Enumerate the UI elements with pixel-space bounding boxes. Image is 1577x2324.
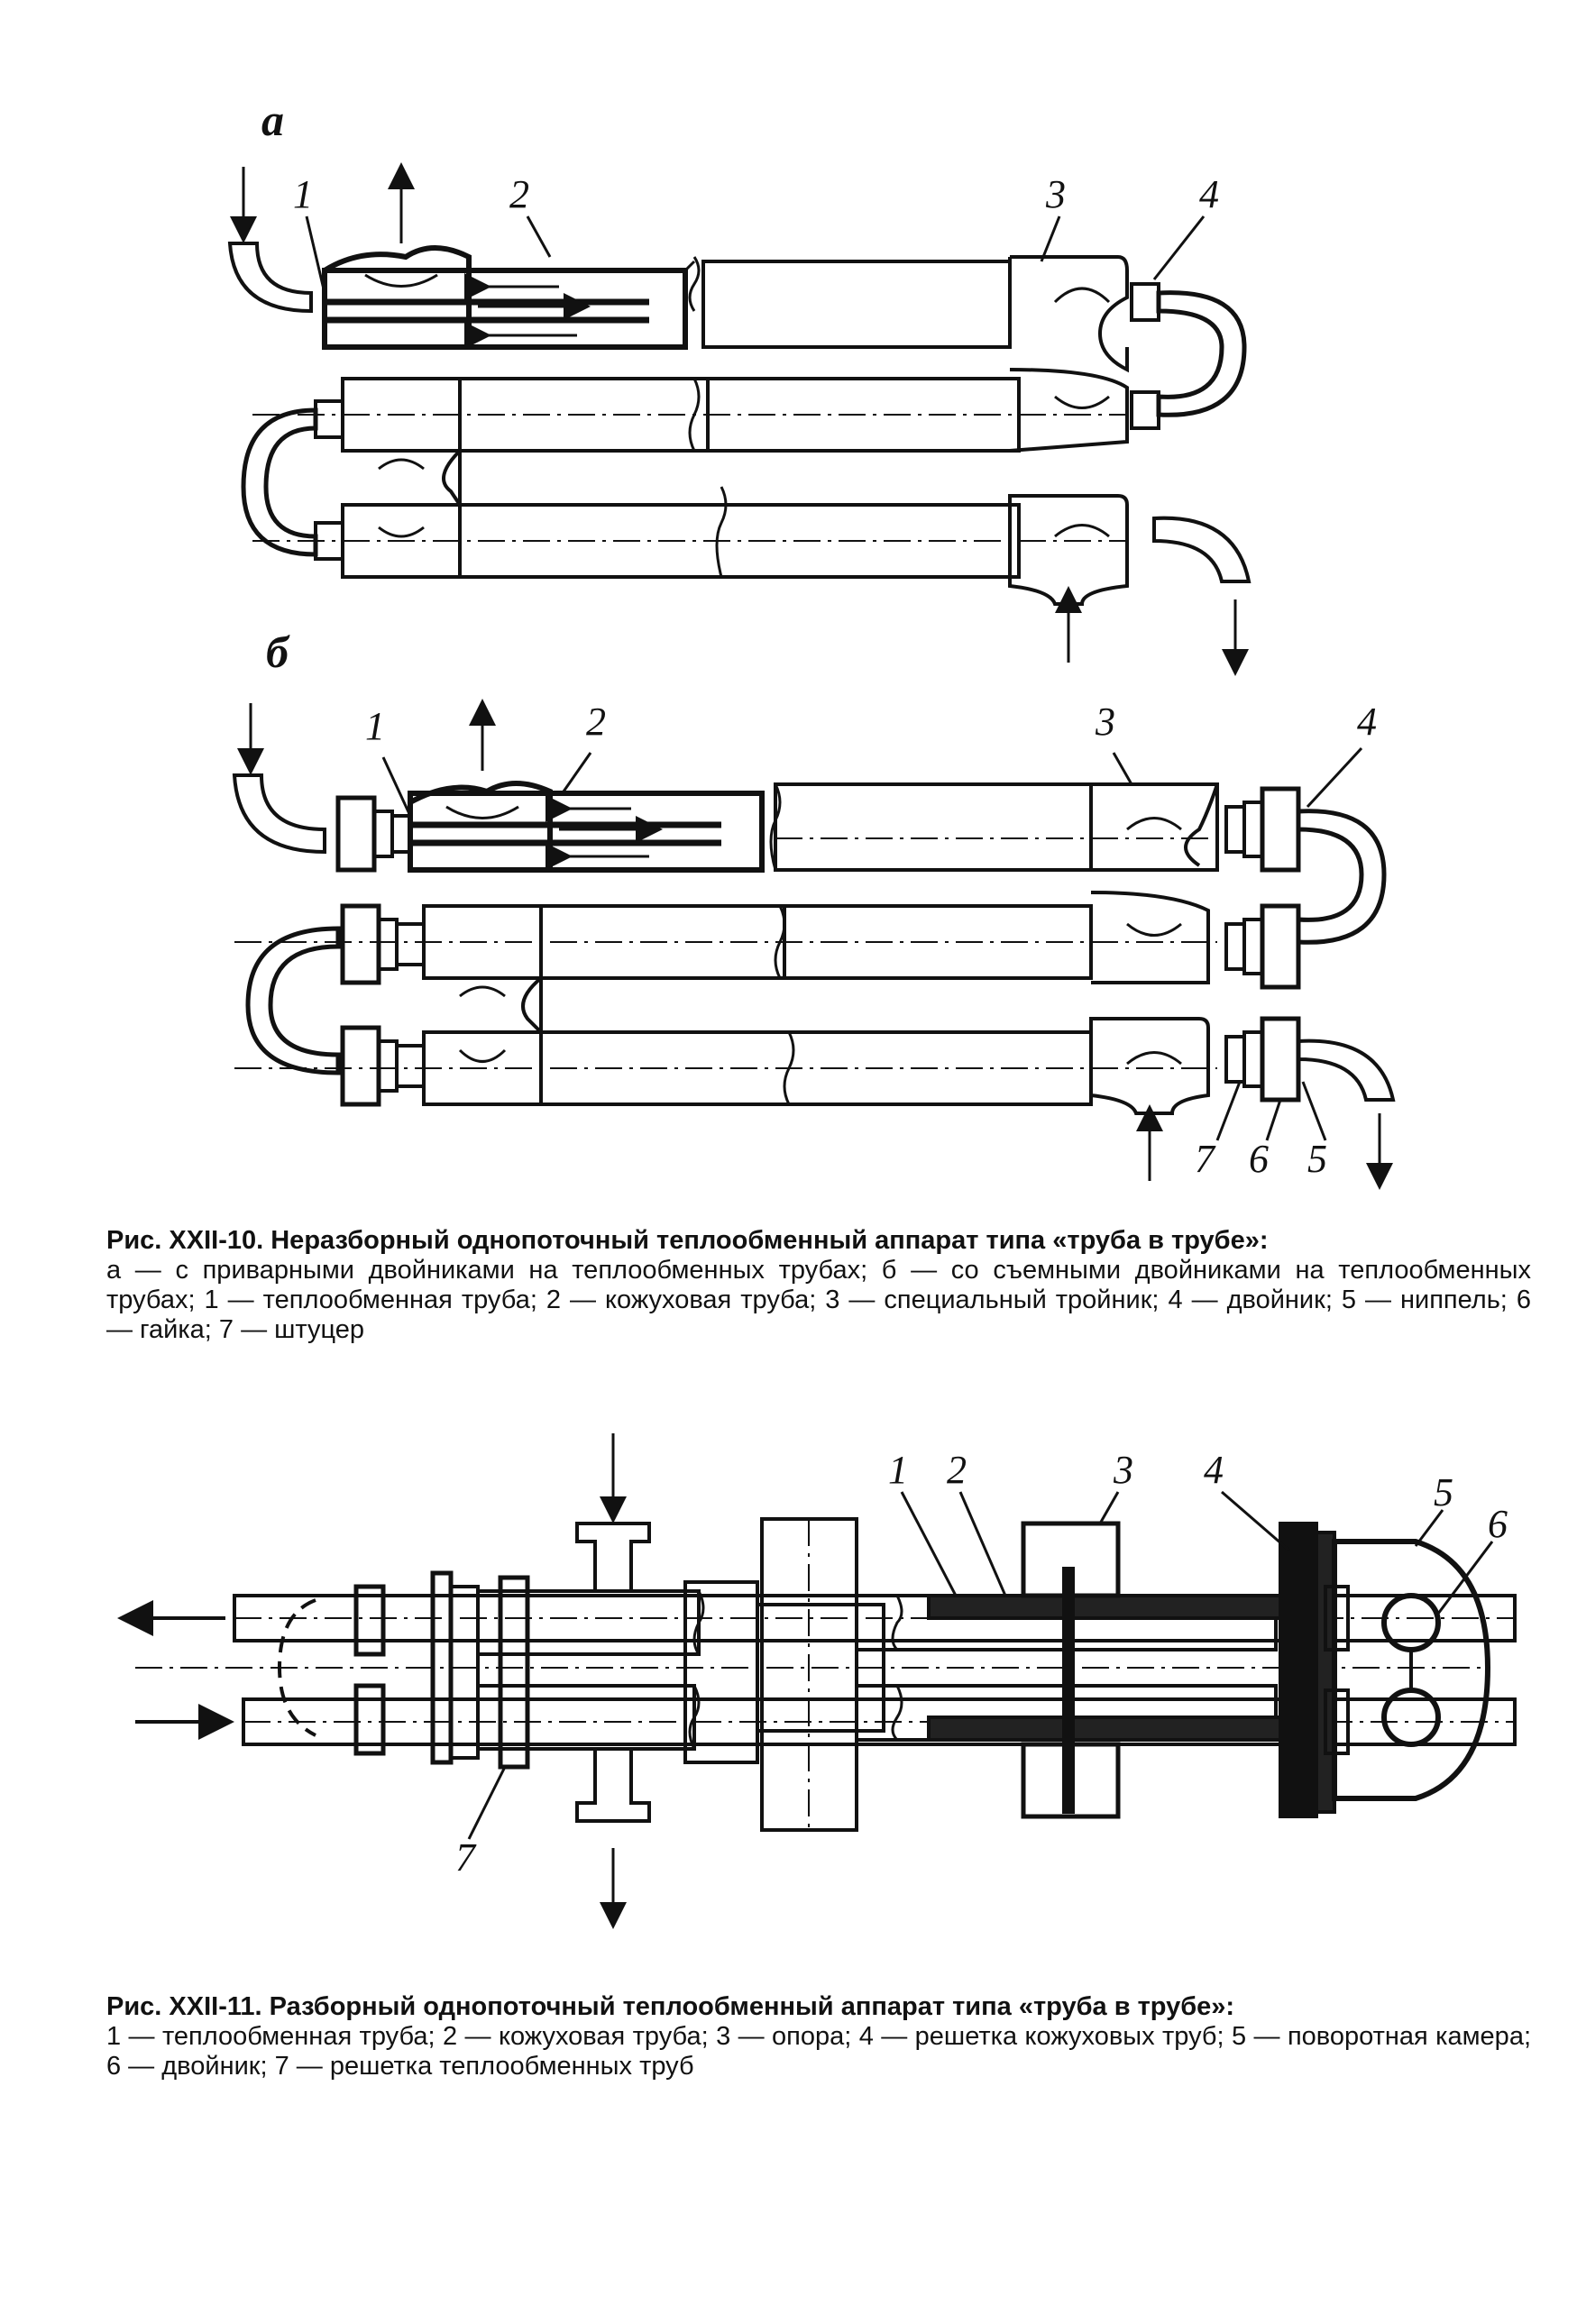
fig-b-callout-4: 4 [1357,700,1377,744]
outlet-pipe-b [1297,1038,1396,1102]
fig-b-callout-5: 5 [1307,1137,1327,1181]
shell-tube-sheet [1279,1522,1318,1818]
figure-b: б [232,627,1396,1190]
return-chamber [1332,1539,1491,1801]
fig-c-callout-5: 5 [1434,1470,1453,1514]
fig-b-callout-1: 1 [365,704,385,748]
fig-c-callout-2: 2 [947,1448,967,1492]
fig-b-callout-2: 2 [586,700,606,744]
fig-a-callout-2: 2 [509,172,529,216]
caption-fig-xxii-11: Рис. XXII-11. Разборный однопоточный теп… [106,1992,1531,2082]
u-bend-right [1156,290,1247,417]
caption-10-body: а — с приварными двойниками на теплообме… [106,1256,1531,1344]
fig-c-callout-3: 3 [1113,1448,1133,1492]
fig-b-callout-7: 7 [1195,1137,1216,1181]
fig-c-callout-7: 7 [455,1835,477,1880]
caption-11-body: 1 — теплообменная труба; 2 — кожуховая т… [106,2022,1531,2081]
special-tee-right-3 [1008,494,1129,606]
fig-b-callout-6: 6 [1249,1137,1269,1181]
inlet-pipe [227,242,313,314]
row-2 [252,368,1129,577]
shell-tube [322,268,688,350]
bottom-nozzle [575,1747,651,1823]
fig-c-callout-1: 1 [888,1448,908,1492]
fig-a-callout-4: 4 [1199,172,1219,216]
fig-c-callout-6: 6 [1488,1502,1508,1546]
tee-left [322,245,472,350]
u-bend-left [241,407,318,557]
figure-b-label: б [266,627,290,677]
special-tee-right-1 [1010,255,1129,373]
row-3 [252,449,1129,606]
figure-a: а [227,95,1252,676]
figure-a-label: а [261,95,284,145]
u-bend-right-b [1296,809,1387,945]
row-1 [322,245,1129,373]
fig-a-callout-3: 3 [1045,172,1066,216]
caption-10-title: Рис. XXII-10. Неразборный однопоточный т… [106,1226,1269,1255]
u-bend-left-b [245,926,341,1075]
fig-c-callout-4: 4 [1204,1448,1224,1492]
figure-c [117,1433,1517,1929]
fig-b-callout-3: 3 [1095,700,1115,744]
caption-11-title: Рис. XXII-11. Разборный однопоточный теп… [106,1992,1235,2021]
top-nozzle [575,1522,651,1593]
outlet-pipe [1152,516,1252,583]
fig-a-callout-1: 1 [293,172,313,216]
caption-fig-xxii-10: Рис. XXII-10. Неразборный однопоточный т… [106,1226,1531,1345]
inlet-pipe-b [232,773,326,855]
